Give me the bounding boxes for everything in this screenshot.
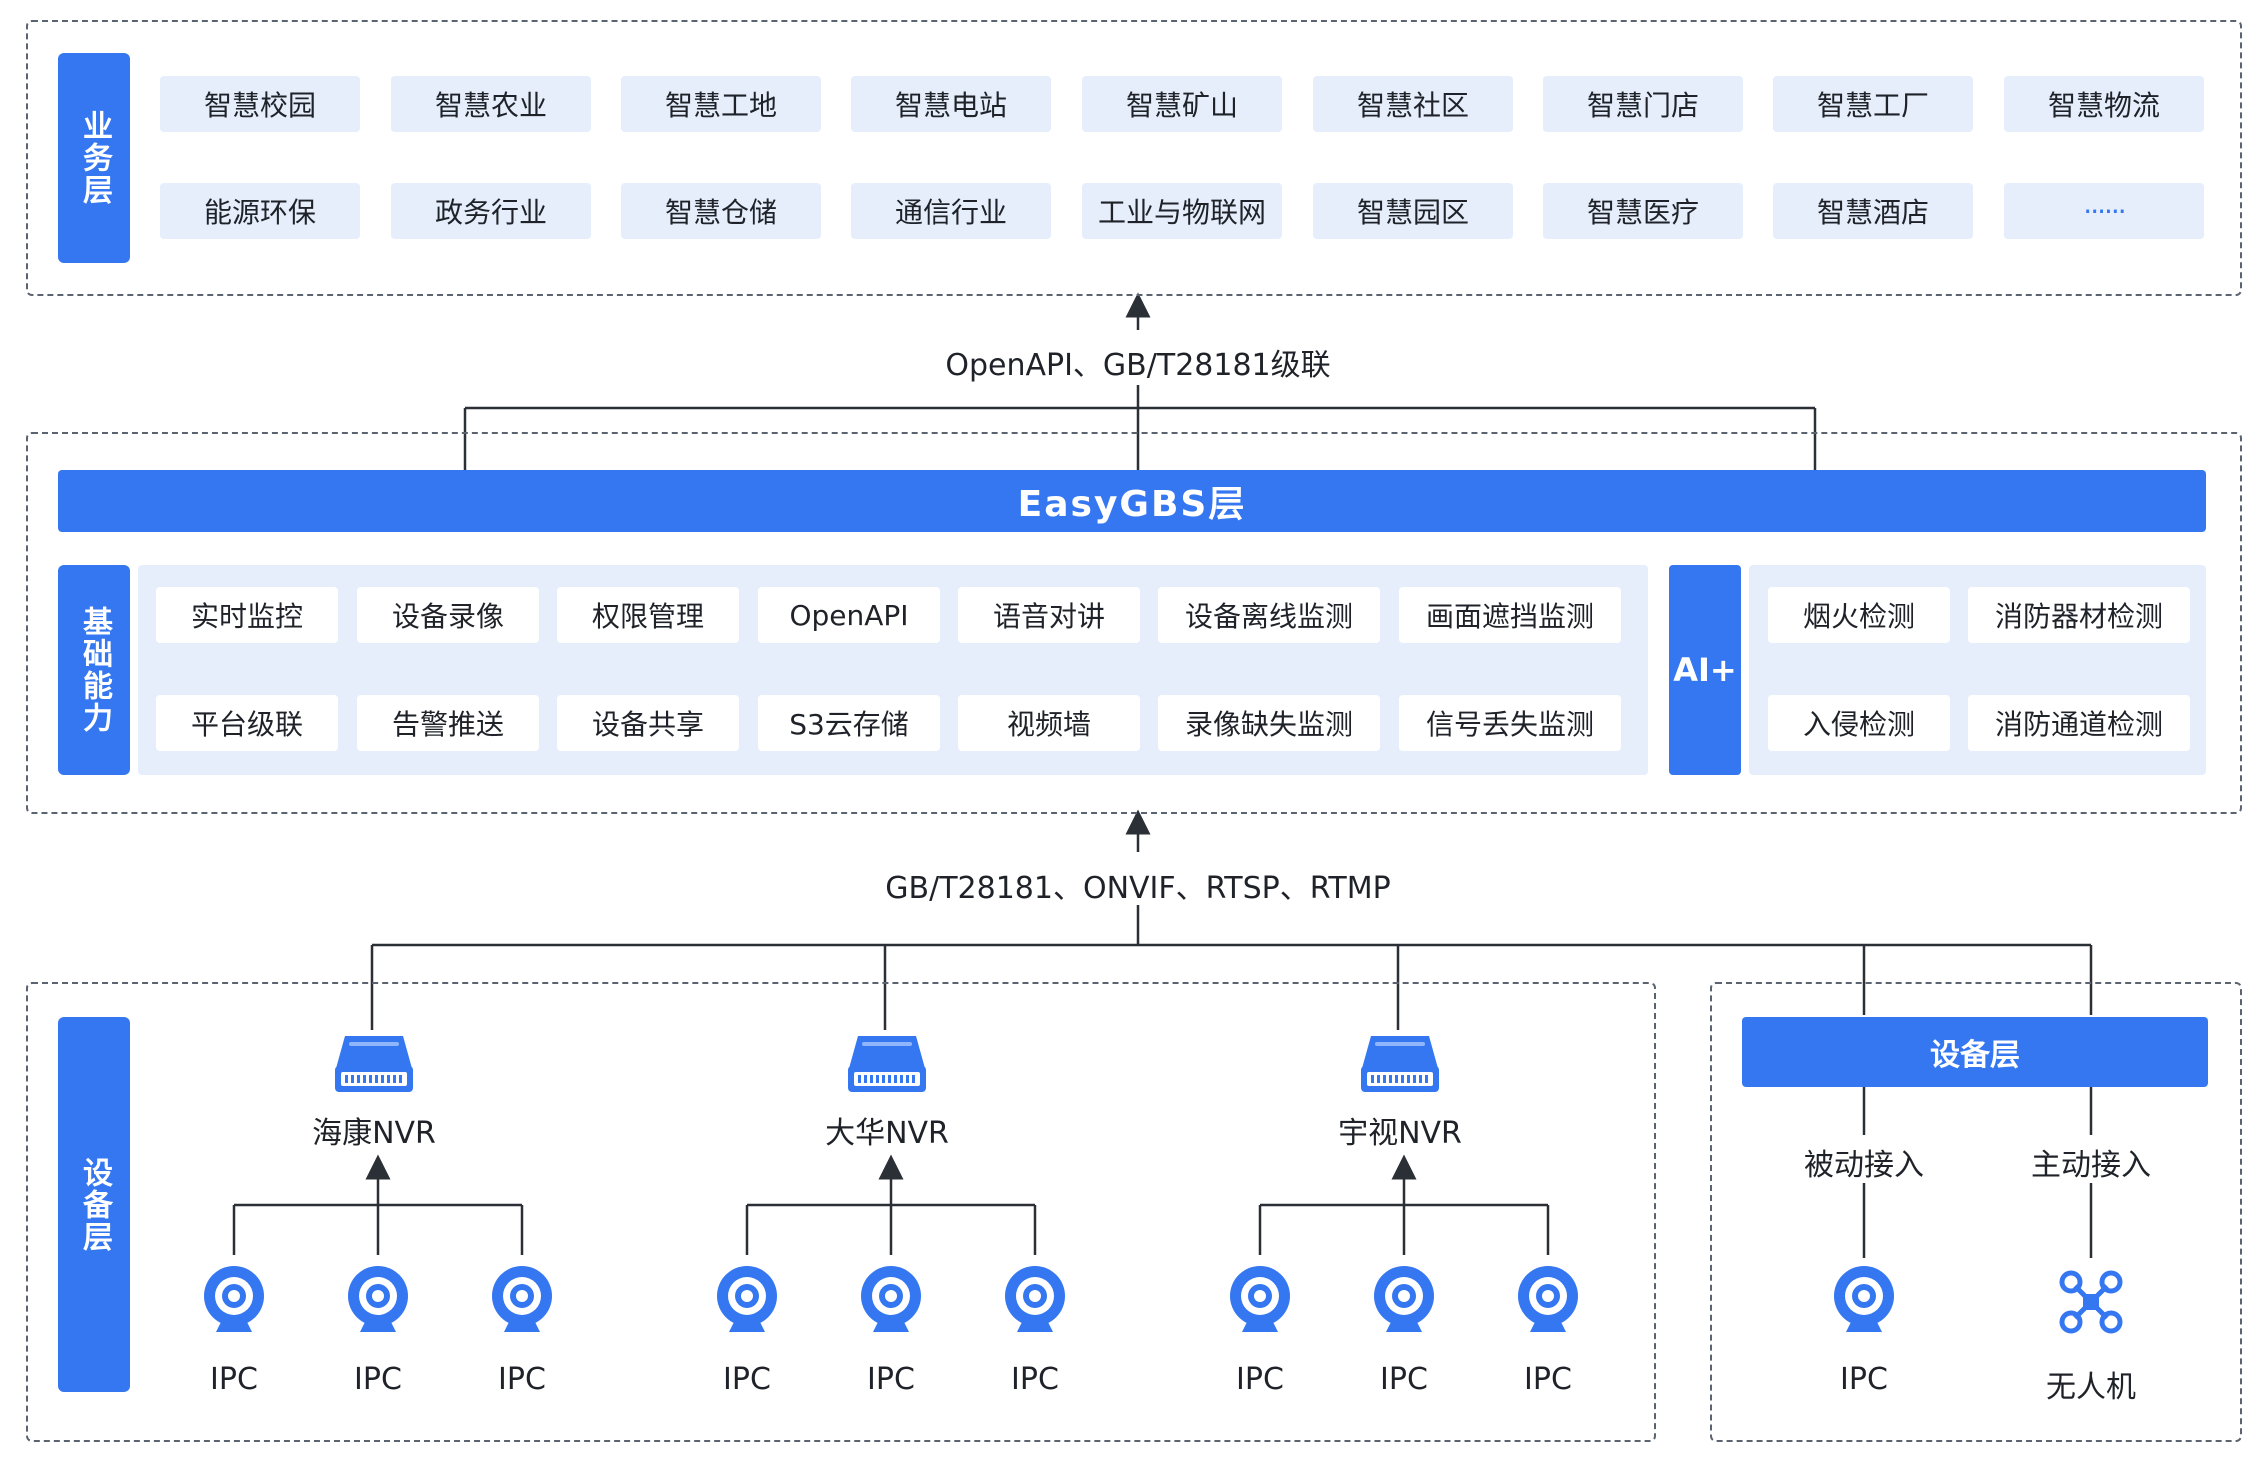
business-item: 智慧农业: [391, 76, 591, 132]
business-item: 智慧社区: [1313, 76, 1513, 132]
ai-label: AI+: [1669, 565, 1741, 775]
ai-capability-item: 入侵检测: [1768, 695, 1950, 751]
camera-label: IPC: [354, 1362, 402, 1397]
business-item: 智慧工厂: [1773, 76, 1973, 132]
camera-icon: [1372, 1266, 1436, 1342]
device-layer-right-frame: [1710, 982, 2242, 1442]
business-item: 智慧医疗: [1543, 183, 1743, 239]
camera-icon: [1228, 1266, 1292, 1342]
base-capability-label: 基础能力: [58, 565, 130, 775]
business-item: 通信行业: [851, 183, 1051, 239]
capability-item: 录像缺失监测: [1158, 695, 1380, 751]
camera-label: IPC: [867, 1362, 915, 1397]
capability-item: 语音对讲: [958, 587, 1140, 643]
business-item: 智慧门店: [1543, 76, 1743, 132]
camera-icon: [346, 1266, 410, 1342]
business-item: 智慧酒店: [1773, 183, 1973, 239]
device-layer-label: 设备层: [58, 1017, 130, 1392]
camera-label: IPC: [723, 1362, 771, 1397]
business-item: 智慧园区: [1313, 183, 1513, 239]
device-layer-frame: [26, 982, 1656, 1442]
nvr-label: 海康NVR: [312, 1116, 436, 1151]
nvr-icon: [1359, 1032, 1441, 1094]
camera-label: IPC: [1236, 1362, 1284, 1397]
capability-item: 视频墙: [958, 695, 1140, 751]
business-layer-frame: [26, 20, 2242, 296]
nvr-icon: [846, 1032, 928, 1094]
device-layer-right-banner: 设备层: [1742, 1017, 2208, 1087]
easygbs-layer-frame: [26, 432, 2242, 814]
business-layer-label: 业务层: [58, 53, 130, 263]
camera-icon: [1832, 1266, 1896, 1342]
camera-icon: [202, 1266, 266, 1342]
camera-label: IPC: [1011, 1362, 1059, 1397]
active-access-label: 主动接入: [2031, 1148, 2151, 1183]
camera-icon: [1516, 1266, 1580, 1342]
business-item: 政务行业: [391, 183, 591, 239]
ai-capability-item: 烟火检测: [1768, 587, 1950, 643]
passive-access-label: 被动接入: [1804, 1148, 1924, 1183]
lower-protocol-label: GB/T28181、ONVIF、RTSP、RTMP: [885, 871, 1391, 906]
nvr-label: 宇视NVR: [1338, 1116, 1462, 1151]
easygbs-banner: EasyGBS层: [58, 470, 2206, 532]
capability-item: 设备录像: [357, 587, 539, 643]
capability-item: 画面遮挡监测: [1399, 587, 1621, 643]
business-item: ······: [2004, 183, 2204, 239]
business-item: 能源环保: [160, 183, 360, 239]
capability-item: 告警推送: [357, 695, 539, 751]
capability-item: S3云存储: [758, 695, 940, 751]
camera-icon: [1003, 1266, 1067, 1342]
ai-capability-item: 消防器材检测: [1968, 587, 2190, 643]
business-item: 智慧工地: [621, 76, 821, 132]
business-item: 智慧电站: [851, 76, 1051, 132]
nvr-icon: [333, 1032, 415, 1094]
drone-icon: [2059, 1270, 2123, 1334]
business-item: 智慧仓储: [621, 183, 821, 239]
upper-protocol-label: OpenAPI、GB/T28181级联: [945, 348, 1331, 383]
camera-label: IPC: [210, 1362, 258, 1397]
business-item: 工业与物联网: [1082, 183, 1282, 239]
camera-label: IPC: [1380, 1362, 1428, 1397]
active-device-label: 无人机: [2046, 1370, 2136, 1405]
passive-device-label: IPC: [1840, 1362, 1888, 1397]
ai-capability-item: 消防通道检测: [1968, 695, 2190, 751]
capability-item: 实时监控: [156, 587, 338, 643]
business-item: 智慧校园: [160, 76, 360, 132]
camera-icon: [490, 1266, 554, 1342]
camera-label: IPC: [498, 1362, 546, 1397]
capability-item: OpenAPI: [758, 587, 940, 643]
capability-item: 平台级联: [156, 695, 338, 751]
nvr-label: 大华NVR: [825, 1116, 949, 1151]
camera-label: IPC: [1524, 1362, 1572, 1397]
camera-icon: [859, 1266, 923, 1342]
capability-item: 设备离线监测: [1158, 587, 1380, 643]
camera-icon: [715, 1266, 779, 1342]
business-item: 智慧矿山: [1082, 76, 1282, 132]
business-item: 智慧物流: [2004, 76, 2204, 132]
capability-item: 设备共享: [557, 695, 739, 751]
capability-item: 权限管理: [557, 587, 739, 643]
capability-item: 信号丢失监测: [1399, 695, 1621, 751]
